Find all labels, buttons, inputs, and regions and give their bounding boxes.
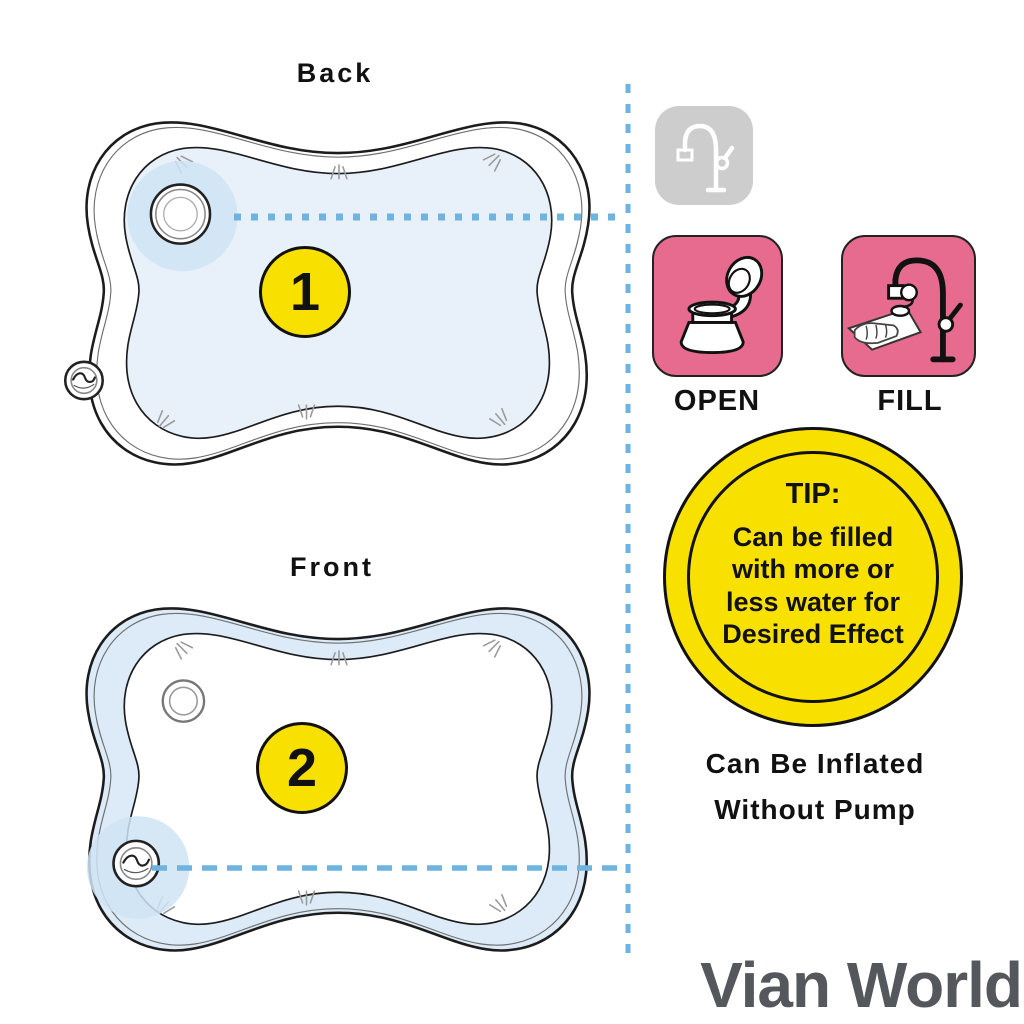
valve-front-icon bbox=[161, 679, 206, 723]
front-view-label: Front bbox=[290, 552, 374, 582]
step-number: 1 bbox=[289, 262, 321, 322]
tip-line: Can be filled bbox=[732, 521, 894, 552]
open-tile bbox=[652, 235, 783, 377]
step-badge-1: 1 bbox=[259, 246, 351, 338]
tip-title: TIP: bbox=[785, 477, 841, 510]
tip-badge: TIP: Can be filled with more or less wat… bbox=[663, 427, 963, 727]
faucet-icon bbox=[676, 123, 735, 193]
fill-caption: FILL bbox=[877, 385, 943, 417]
fill-faucet-icon bbox=[846, 257, 963, 363]
air-valve-icon bbox=[86, 816, 190, 919]
brand-logo: Vian World bbox=[700, 949, 1023, 1021]
tip-line: less water for bbox=[725, 586, 901, 617]
tip-text: TIP: Can be filled with more or less wat… bbox=[687, 451, 939, 703]
tap-tile bbox=[655, 106, 753, 205]
tip-line: Desired Effect bbox=[722, 618, 904, 649]
step-badge-2: 2 bbox=[256, 722, 348, 814]
back-view-label: Back bbox=[296, 58, 374, 88]
note-line-1: Can Be Inflated bbox=[705, 748, 925, 779]
closed-valve-icon bbox=[63, 360, 104, 401]
step-number: 2 bbox=[286, 738, 318, 798]
fill-tile bbox=[841, 235, 976, 377]
open-caption: OPEN bbox=[673, 385, 761, 417]
open-valve-icon bbox=[679, 255, 764, 354]
air-valve-icon bbox=[127, 160, 238, 272]
tip-line: with more or bbox=[731, 554, 894, 585]
note-line-2: Without Pump bbox=[714, 794, 916, 825]
